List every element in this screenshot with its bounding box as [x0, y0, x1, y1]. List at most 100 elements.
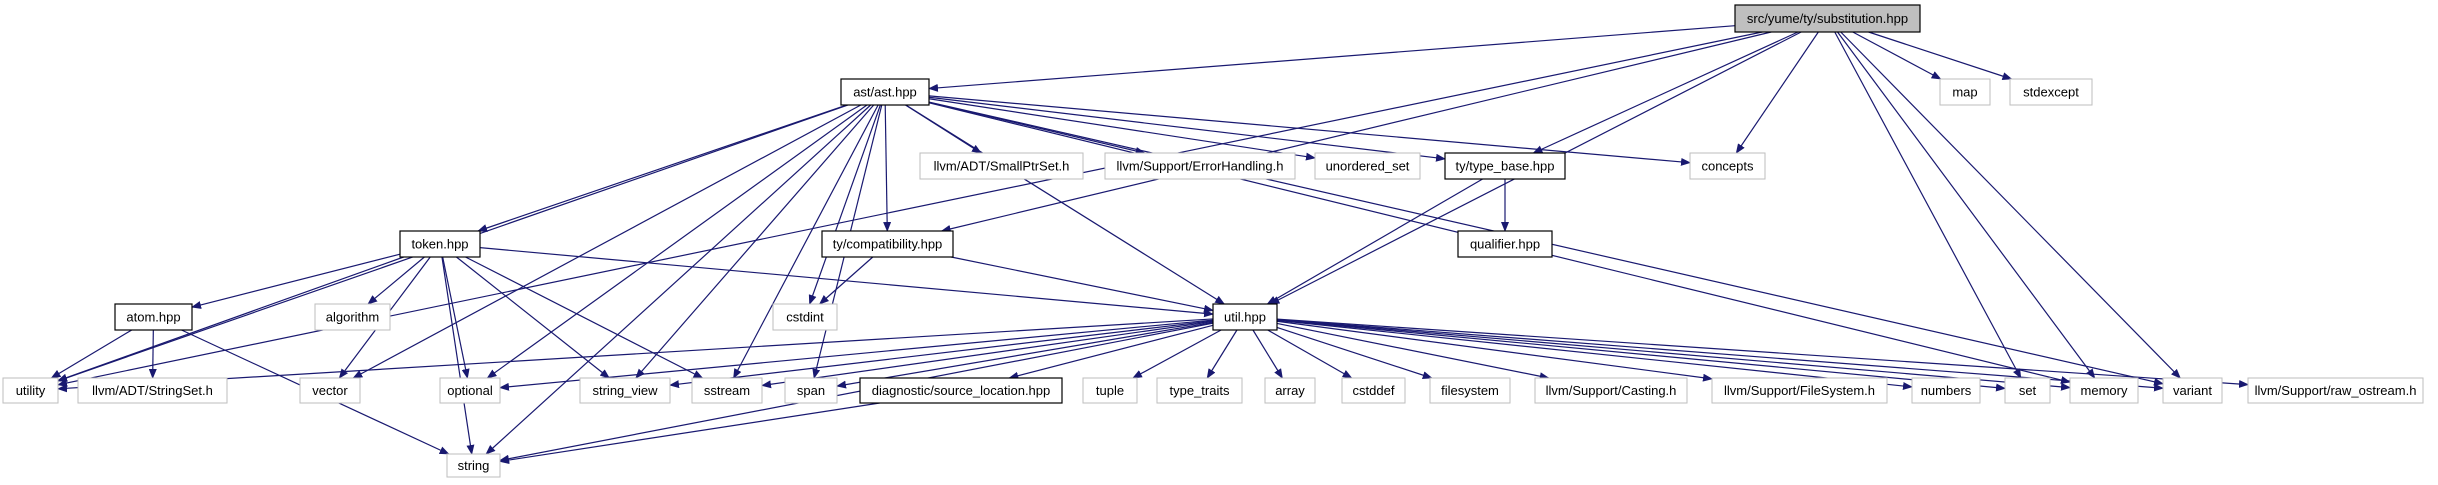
node-label-stringview: string_view — [592, 383, 658, 398]
node-label-token: token.hpp — [411, 237, 468, 252]
edge-root-to-variant — [1840, 31, 2181, 379]
edge-token-to-string — [441, 256, 475, 455]
node-box-map — [1939, 78, 1991, 106]
node-box-ast[interactable] — [840, 78, 930, 106]
node-label-numbers: numbers — [1921, 383, 1972, 398]
node-box-algorithm — [314, 303, 391, 331]
node-ast[interactable]: ast/ast.hpp — [840, 78, 930, 106]
edge-util-to-span — [836, 321, 1214, 389]
node-box-qualifier[interactable] — [1457, 230, 1553, 258]
node-string: string — [446, 453, 501, 478]
node-label-smallptrset: llvm/ADT/SmallPtrSet.h — [934, 159, 1070, 174]
edge-ast-to-string — [485, 104, 872, 455]
edge-root-to-map — [1852, 31, 1942, 80]
edge-root-to-ast — [928, 25, 1736, 92]
node-algorithm: algorithm — [314, 303, 391, 331]
node-label-filesystem: filesystem — [1441, 383, 1499, 398]
node-label-typebase: ty/type_base.hpp — [1455, 159, 1554, 174]
node-box-utility — [2, 377, 59, 404]
edge-util-to-array — [1252, 329, 1283, 379]
node-sstream: sstream — [691, 377, 763, 404]
edge-util-to-utility — [57, 318, 1214, 393]
node-box-typebase[interactable] — [1444, 152, 1566, 180]
edge-util-to-set — [1276, 319, 2006, 392]
node-sourcelocation[interactable]: diagnostic/source_location.hpp — [859, 377, 1063, 404]
node-box-smallptrset — [919, 152, 1084, 180]
edge-layer — [50, 25, 2249, 465]
node-label-cstddef: cstddef — [1353, 383, 1395, 398]
node-box-tuple — [1082, 377, 1138, 404]
edge-token-to-stringview — [456, 256, 610, 379]
node-label-compat: ty/compatibility.hpp — [833, 237, 943, 252]
node-label-stringset: llvm/ADT/StringSet.h — [92, 383, 213, 398]
node-typetraits: type_traits — [1156, 377, 1243, 404]
node-label-sstream: sstream — [704, 383, 750, 398]
node-label-unorderedset: unordered_set — [1326, 159, 1410, 174]
node-box-span — [784, 377, 838, 404]
node-label-rawostream: llvm/Support/raw_ostream.h — [2255, 383, 2417, 398]
node-label-algorithm: algorithm — [326, 310, 379, 325]
edge-util-to-tuple — [1132, 329, 1222, 379]
node-label-array: array — [1275, 383, 1305, 398]
node-box-filesystem — [1429, 377, 1511, 404]
node-box-vector — [299, 377, 361, 404]
node-box-casting — [1534, 377, 1688, 404]
edge-token-to-utility — [57, 256, 404, 382]
node-label-stdexcept: stdexcept — [2023, 85, 2079, 100]
edge-ast-to-concepts — [928, 95, 1691, 166]
node-box-compat[interactable] — [821, 230, 954, 258]
node-label-vector: vector — [312, 383, 348, 398]
edge-util-to-memory — [1276, 319, 2071, 391]
node-stringset: llvm/ADT/StringSet.h — [77, 377, 228, 404]
edge-util-to-variant — [1276, 318, 2164, 392]
node-compat[interactable]: ty/compatibility.hpp — [821, 230, 954, 258]
node-map: map — [1939, 78, 1991, 106]
node-box-util[interactable] — [1212, 303, 1278, 331]
edge-ast-to-token — [477, 104, 848, 232]
node-box-root — [1734, 4, 1921, 33]
node-util[interactable]: util.hpp — [1212, 303, 1278, 331]
edge-root-to-memory — [1837, 31, 2096, 379]
node-label-span: span — [797, 383, 825, 398]
node-box-variant — [2162, 377, 2223, 404]
node-box-rawostream — [2247, 377, 2424, 404]
node-smallptrset: llvm/ADT/SmallPtrSet.h — [919, 152, 1084, 180]
node-label-string: string — [458, 458, 490, 473]
node-cstddef: cstddef — [1341, 377, 1406, 404]
node-box-stringview — [579, 377, 671, 404]
node-set: set — [2004, 377, 2051, 404]
edge-ast-to-unorderedset — [928, 98, 1316, 161]
edge-token-to-optional — [442, 256, 470, 379]
node-box-set — [2004, 377, 2051, 404]
node-qualifier[interactable]: qualifier.hpp — [1457, 230, 1553, 258]
edge-atom-to-stringset — [148, 329, 157, 379]
node-box-atom[interactable] — [114, 303, 193, 331]
node-label-variant: variant — [2173, 383, 2212, 398]
node-label-typetraits: type_traits — [1170, 383, 1230, 398]
edge-ast-to-cstdint — [808, 104, 881, 305]
edge-sourcelocation-to-string — [499, 402, 880, 465]
node-typebase[interactable]: ty/type_base.hpp — [1444, 152, 1566, 180]
node-array: array — [1264, 377, 1316, 404]
edge-util-to-sstream — [761, 320, 1214, 389]
node-token[interactable]: token.hpp — [399, 230, 481, 258]
node-box-token[interactable] — [399, 230, 481, 258]
node-box-errorhandling — [1104, 152, 1296, 180]
node-box-cstdint — [772, 303, 838, 331]
node-box-sourcelocation[interactable] — [859, 377, 1063, 404]
node-label-memory: memory — [2081, 383, 2128, 398]
node-label-map: map — [1952, 85, 1977, 100]
edge-root-to-compat — [940, 31, 1772, 233]
node-box-stdexcept — [2009, 78, 2093, 106]
edge-atom-to-utility — [50, 329, 133, 379]
node-variant: variant — [2162, 377, 2223, 404]
edge-util-to-string — [499, 322, 1214, 463]
node-box-numbers — [1911, 377, 1981, 404]
node-atom[interactable]: atom.hpp — [114, 303, 193, 331]
edge-util-to-numbers — [1276, 319, 1913, 390]
node-box-memory — [2069, 377, 2139, 404]
node-label-set: set — [2019, 383, 2037, 398]
edge-ast-to-typebase — [928, 96, 1446, 162]
